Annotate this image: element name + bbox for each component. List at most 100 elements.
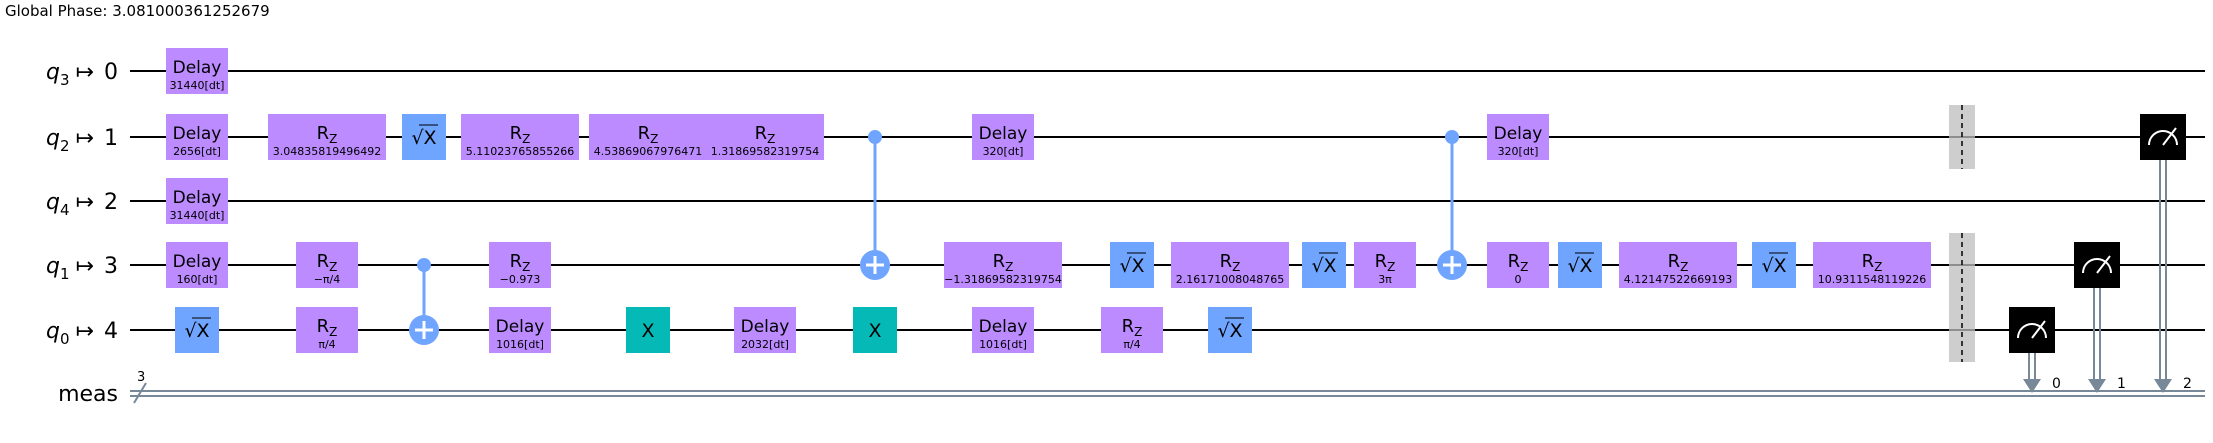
sx-gate — [402, 114, 446, 160]
cnot-control-dot — [417, 258, 431, 272]
delay-gate-label: Delay — [1494, 124, 1543, 144]
delay-gate-label: Delay — [173, 188, 222, 208]
qubit-index: 3 — [104, 254, 118, 279]
delay-gate — [166, 48, 228, 94]
meter-arc — [2082, 258, 2112, 274]
rz-name: R — [1862, 251, 1875, 272]
sx-gate — [1302, 242, 1346, 288]
rz-param: 4.53869067976471 — [594, 145, 702, 158]
qubit-label: q0↦4 — [46, 319, 118, 348]
cnot-control-dot — [1445, 130, 1459, 144]
rz-subscript: Z — [1874, 260, 1882, 274]
rz-gate — [706, 114, 824, 160]
rz-gate — [1813, 242, 1931, 288]
meter-needle — [2031, 320, 2046, 339]
measure-bit-label: 0 — [2052, 376, 2061, 392]
classical-label: meas — [58, 382, 118, 407]
rz-gate-label: RZ — [1122, 316, 1143, 339]
delay-gate — [166, 242, 228, 288]
global-phase: Global Phase: 3.081000361252679 — [5, 2, 270, 20]
gate-layer: Delay31440[dt]Delay2656[dt]Delay31440[dt… — [166, 48, 2186, 393]
rz-name: R — [317, 123, 330, 144]
rz-gate — [1101, 307, 1163, 353]
rz-gate-label: RZ — [993, 251, 1014, 274]
qubit-subscript: 0 — [60, 330, 70, 348]
rz-subscript: Z — [1387, 260, 1395, 274]
measure-bit-label: 2 — [2183, 376, 2192, 392]
qubit-subscript: 4 — [60, 201, 70, 219]
rz-gate — [1354, 242, 1416, 288]
rz-name: R — [755, 123, 768, 144]
x-gate-label: X — [641, 320, 654, 342]
rz-gate-label: RZ — [317, 316, 338, 339]
rz-subscript: Z — [1005, 260, 1013, 274]
rz-gate-label: RZ — [755, 123, 776, 146]
rz-gate — [589, 114, 707, 160]
delay-gate-label: Delay — [741, 317, 790, 337]
rz-gate-label: RZ — [1668, 251, 1689, 274]
sx-gate — [1110, 242, 1154, 288]
rz-subscript: Z — [329, 260, 337, 274]
qubit-label: q4↦2 — [46, 190, 118, 219]
qubit-name: q — [46, 254, 60, 279]
rz-gate-label: RZ — [317, 123, 338, 146]
rz-gate-label: RZ — [1508, 251, 1529, 274]
rz-subscript: Z — [329, 325, 337, 339]
rz-param: 2.16171008048765 — [1176, 273, 1284, 286]
mapping-arrow: ↦ — [76, 319, 94, 344]
rz-gate — [944, 242, 1062, 288]
rz-subscript: Z — [1134, 325, 1142, 339]
qubit-label: q1↦3 — [46, 254, 118, 283]
rz-subscript: Z — [1680, 260, 1688, 274]
delay-gate — [734, 307, 796, 353]
x-gate-label: X — [868, 320, 881, 342]
sx-gate-label: √X — [1217, 320, 1242, 342]
qubit-label: q2↦1 — [46, 126, 118, 155]
delay-param: 320[dt] — [1498, 145, 1539, 158]
rz-name: R — [317, 251, 330, 272]
sx-gate — [1208, 307, 1252, 353]
qubit-index: 2 — [104, 190, 118, 215]
delay-gate — [1487, 114, 1549, 160]
rz-param: 3.04835819496492 — [273, 145, 381, 158]
mapping-arrow: ↦ — [76, 190, 94, 215]
measure-arrow — [2023, 379, 2041, 393]
qubit-name: q — [46, 60, 60, 85]
rz-gate — [1487, 242, 1549, 288]
rz-name: R — [1375, 251, 1388, 272]
qubit-name: q — [46, 126, 60, 151]
bundle-size: 3 — [137, 370, 145, 385]
sx-gate — [175, 307, 219, 353]
delay-gate — [166, 114, 228, 160]
delay-param: 31440[dt] — [170, 209, 225, 222]
delay-gate — [166, 178, 228, 224]
rz-param: 5.11023765855266 — [466, 145, 574, 158]
rz-param: 1.31869582319754 — [711, 145, 819, 158]
sx-gate — [1752, 242, 1796, 288]
measure-arrow — [2154, 379, 2172, 393]
rz-gate — [268, 114, 386, 160]
qubit-name: q — [46, 319, 60, 344]
rz-name: R — [317, 316, 330, 337]
rz-gate-label: RZ — [638, 123, 659, 146]
sx-gate-label: √X — [411, 127, 436, 149]
rz-gate-label: RZ — [317, 251, 338, 274]
delay-param: 1016[dt] — [979, 338, 1027, 351]
delay-gate-label: Delay — [173, 124, 222, 144]
meter-arc — [2148, 130, 2178, 146]
rz-param: 4.12147522669193 — [1624, 273, 1732, 286]
qubit-index: 1 — [104, 126, 118, 151]
measure-bit-label: 1 — [2117, 376, 2126, 392]
rz-name: R — [993, 251, 1006, 272]
delay-gate — [972, 307, 1034, 353]
sx-gate-label: √X — [184, 320, 209, 342]
rz-gate — [296, 242, 358, 288]
delay-gate-label: Delay — [173, 58, 222, 78]
x-gate — [626, 307, 670, 353]
rz-subscript: Z — [329, 132, 337, 146]
rz-param: π/4 — [318, 338, 335, 351]
qubit-label: q3↦0 — [46, 60, 118, 89]
rz-gate-label: RZ — [510, 123, 531, 146]
